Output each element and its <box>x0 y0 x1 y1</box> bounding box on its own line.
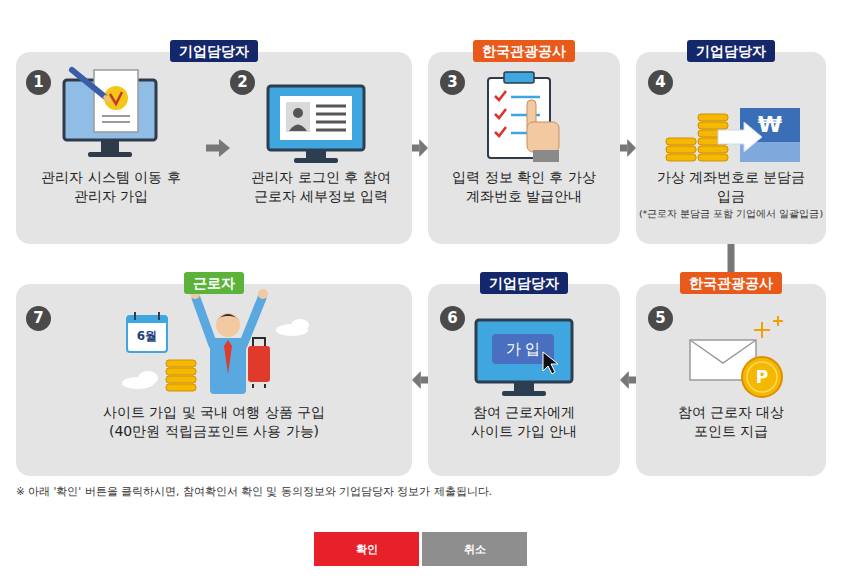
profile-monitor-icon <box>268 86 364 163</box>
checklist-icon <box>488 72 559 162</box>
step-text: 관리자 로그인 후 참여 근로자 세부정보 입력 <box>234 168 408 206</box>
step-text: 참여 근로자에게 사이트 가입 안내 <box>458 403 590 441</box>
step-text: 입력 정보 확인 후 가상 계좌번호 발급안내 <box>438 168 610 206</box>
flow-arrow <box>412 371 428 389</box>
step-description: 가상 계좌번호로 분담금 입금 <box>643 168 819 206</box>
flow-arrow <box>620 139 636 157</box>
step-description: 관리자 시스템 이동 후 관리자 가입 <box>36 168 186 206</box>
step-text: 관리자 시스템 이동 후 관리자 가입 <box>36 168 186 206</box>
step-description: 참여 근로자 대상 포인트 지급 <box>671 403 791 441</box>
point-symbol: P <box>756 367 768 387</box>
step-description: 관리자 로그인 후 참여 근로자 세부정보 입력 <box>234 168 408 206</box>
callout-number: 5 <box>648 306 673 331</box>
role-tag: 기업담당자 <box>480 272 568 294</box>
step-description: 입력 정보 확인 후 가상 계좌번호 발급안내 <box>438 168 610 206</box>
role-tag: 기업담당자 <box>170 40 258 62</box>
traveller-icon <box>122 289 309 394</box>
flow-arrow <box>722 244 740 284</box>
currency-symbol: ₩ <box>758 112 782 137</box>
step-description: 참여 근로자에게 사이트 가입 안내 <box>458 403 590 441</box>
step-note: (*근로자 분담금 포함 기업에서 일괄입금) <box>639 207 823 220</box>
join-monitor-icon <box>476 320 572 396</box>
flow-arrow <box>206 139 230 157</box>
role-tag: 한국관광공사 <box>473 40 575 62</box>
calendar-date: 6월 <box>137 328 157 345</box>
role-tag: 기업담당자 <box>687 40 775 62</box>
step-text: 사이트 가입 및 국내 여행 상품 구입 (40만원 적립금포인트 사용 가능) <box>84 403 344 441</box>
admin-icon <box>64 70 156 157</box>
callout-number: 7 <box>26 306 51 331</box>
flow-arrow <box>412 139 428 157</box>
button-label: 취소 <box>464 542 486 557</box>
button: 확인 <box>314 532 419 566</box>
button: 취소 <box>422 532 527 566</box>
deposit-icon <box>666 108 800 162</box>
callout-number: 2 <box>230 70 255 95</box>
flow-arrow <box>620 371 636 389</box>
step-text: 참여 근로자 대상 포인트 지급 <box>671 403 791 441</box>
screen-button-text: 가 입 <box>506 340 541 359</box>
step-description: 사이트 가입 및 국내 여행 상품 구입 (40만원 적립금포인트 사용 가능) <box>84 403 344 441</box>
callout-number: 1 <box>26 70 51 95</box>
role-tag: 한국관광공사 <box>680 272 782 294</box>
callout-number: 4 <box>648 70 673 95</box>
note: ※ 아래 '확인' 버튼을 클릭하시면, 참여확인서 확인 및 동의정보와 기업… <box>16 485 492 499</box>
point-icon <box>690 316 783 397</box>
step-text: 가상 계좌번호로 분담금 입금(*근로자 분담금 포함 기업에서 일괄입금) <box>643 168 819 220</box>
button-label: 확인 <box>356 542 378 557</box>
callout-number: 3 <box>440 70 465 95</box>
role-tag: 근로자 <box>184 272 244 294</box>
callout-number: 6 <box>440 306 465 331</box>
